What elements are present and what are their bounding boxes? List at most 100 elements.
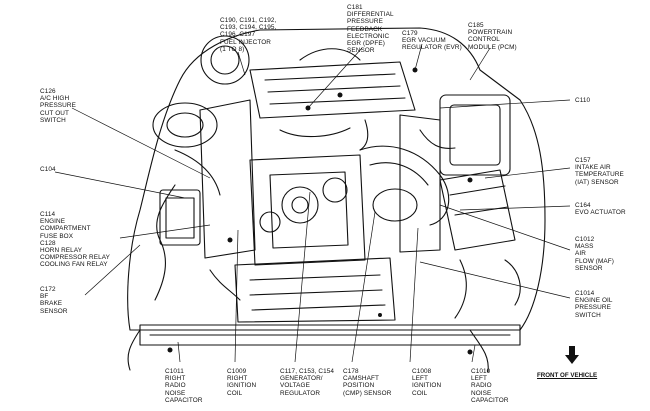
label-line: FUSE BOX	[40, 232, 74, 240]
label-line: A/C HIGH	[40, 95, 70, 103]
label-line: C181	[347, 4, 363, 11]
label-line: (CMP) SENSOR	[343, 389, 392, 397]
label-line: PRESSURE	[347, 18, 383, 26]
label-line: HORN RELAY	[40, 247, 83, 255]
label-line: C196, C197	[220, 31, 256, 39]
label-line: COIL	[412, 389, 428, 397]
label-line: C128	[40, 239, 56, 247]
label-line: DIFFERENTIAL	[347, 11, 394, 19]
label-line: SWITCH	[40, 116, 66, 124]
label-line: COMPRESSOR RELAY	[40, 254, 111, 262]
label-line: INTAKE AIR	[575, 164, 611, 172]
label-line: COMPARTMENT	[40, 225, 91, 233]
label-line: IGNITION	[412, 382, 442, 390]
label-line: C1011	[165, 368, 184, 375]
label-c104: C104	[40, 166, 56, 173]
label-line: ENGINE	[40, 218, 66, 226]
label-line: LEFT	[412, 375, 429, 383]
label-line: POWERTRAIN	[468, 29, 513, 37]
label-line: NOISE	[471, 389, 492, 397]
label-line: SENSOR	[347, 47, 375, 55]
label-line: C190, C191, C192,	[220, 17, 277, 24]
label-line: C193, C194, C195,	[220, 24, 277, 32]
label-line: REGULATOR (EVR)	[402, 44, 462, 52]
label-line: CAMSHAFT	[343, 375, 379, 383]
label-c190-fuel-injector: C190, C191, C192,C193, C194, C195,C196, …	[220, 17, 276, 53]
label-line: REGULATOR	[280, 389, 321, 397]
label-line: (1 TO 8)	[220, 45, 245, 53]
label-line: C172	[40, 286, 56, 293]
label-line: RIGHT	[165, 375, 186, 383]
label-line: C1010	[471, 368, 491, 375]
label-line: C1012	[575, 236, 595, 243]
label-line: FLOW (MAF)	[575, 257, 614, 265]
label-line: COIL	[227, 389, 243, 397]
label-line: MODULE (PCM)	[468, 43, 517, 51]
label-line: GENERATOR/	[280, 375, 323, 383]
label-line: C104	[40, 166, 56, 173]
label-line: (IAT) SENSOR	[575, 178, 619, 186]
label-line: RIGHT	[227, 375, 248, 383]
label-line: BF	[40, 293, 49, 301]
label-line: C157	[575, 157, 591, 164]
label-line: FEEDBACK	[347, 25, 383, 33]
front-of-vehicle-label: FRONT OF VEHICLE	[537, 372, 598, 379]
label-c110: C110	[575, 97, 590, 104]
label-line: SENSOR	[40, 307, 68, 315]
label-line: SENSOR	[575, 264, 603, 272]
label-line: EVO ACTUATOR	[575, 209, 626, 217]
label-line: C179	[402, 30, 418, 37]
label-line: IGNITION	[227, 382, 257, 390]
label-line: SWITCH	[575, 311, 601, 319]
label-line: ELECTRONIC	[347, 32, 390, 40]
label-line: VOLTAGE	[280, 382, 310, 390]
label-line: C1014	[575, 290, 595, 297]
label-line: PRESSURE	[40, 102, 76, 110]
label-line: C164	[575, 202, 591, 209]
label-line: C126	[40, 88, 56, 95]
label-line: TEMPERATURE	[575, 171, 624, 179]
label-line: MASS	[575, 243, 594, 251]
label-line: FUEL INJECTOR	[220, 38, 272, 46]
label-line: EGR VACUUM	[402, 37, 446, 45]
label-line: C1009	[227, 368, 247, 375]
label-line: CAPACITOR	[165, 396, 203, 404]
label-line: EGR (DPFE)	[347, 40, 385, 48]
label-line: COOLING FAN RELAY	[40, 261, 108, 269]
label-line: ENGINE OIL	[575, 297, 613, 305]
label-line: C110	[575, 97, 591, 104]
label-line: CONTROL	[468, 36, 500, 44]
label-line: C114	[40, 211, 56, 218]
label-line: BRAKE	[40, 300, 63, 308]
front-arrow-icon	[565, 346, 579, 364]
label-line: CUT OUT	[40, 109, 69, 117]
label-line: CAPACITOR	[471, 396, 509, 404]
label-line: PRESSURE	[575, 304, 611, 312]
label-line: RADIO	[165, 382, 186, 390]
label-line: RADIO	[471, 382, 492, 390]
label-line: AIR	[575, 250, 586, 258]
label-line: C1008	[412, 368, 432, 375]
label-line: C178	[343, 368, 359, 375]
label-line: LEFT	[471, 375, 488, 383]
label-line: POSITION	[343, 382, 375, 390]
label-line: C185	[468, 22, 484, 29]
